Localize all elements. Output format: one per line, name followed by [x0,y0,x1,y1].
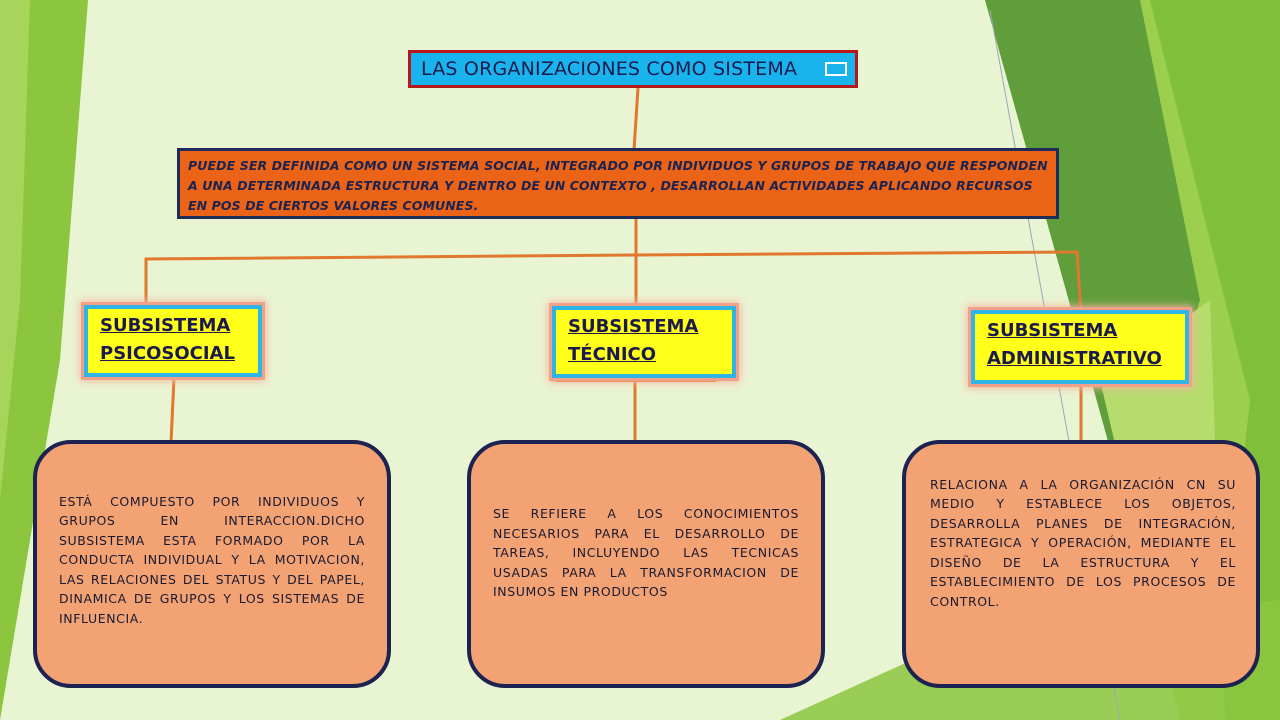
subsystem-psicosocial-box: SUBSISTEMA PSICOSOCIAL [84,305,262,377]
subsystem-psicosocial-line2: PSICOSOCIAL [100,343,235,364]
subsystem-psicosocial-line1: SUBSISTEMA [100,315,231,336]
subsystem-tecnico-line1: SUBSISTEMA [568,316,699,337]
subsystem-administrativo-line2: ADMINISTRATIVO [987,348,1162,369]
subsystem-tecnico-box: SUBSISTEMA TÉCNICO [552,306,736,378]
description-tecnico-text: SE REFIERE A LOS CONOCIMIENTOS NECESARIO… [493,506,799,600]
title-box: LAS ORGANIZACIONES COMO SISTEMA [408,50,858,88]
description-administrativo-text: RELACIONA A LA ORGANIZACIÓN CN SU MEDIO … [930,476,1236,609]
definition-box: PUEDE SER DEFINIDA COMO UN SISTEMA SOCIA… [177,148,1059,219]
description-psicosocial: ESTÁ COMPUESTO POR INDIVIDUOS Y GRUPOS E… [33,440,391,688]
left-green-shape-light [0,0,30,500]
page-title: LAS ORGANIZACIONES COMO SISTEMA [421,58,798,80]
subsystem-tecnico-line2: TÉCNICO [568,344,657,365]
title-decoration-icon [825,62,847,76]
subsystem-administrativo-line1: SUBSISTEMA [987,320,1118,341]
description-tecnico: SE REFIERE A LOS CONOCIMIENTOS NECESARIO… [467,440,825,688]
subsystem-administrativo-box: SUBSISTEMA ADMINISTRATIVO [971,310,1189,384]
description-psicosocial-text: ESTÁ COMPUESTO POR INDIVIDUOS Y GRUPOS E… [59,493,365,626]
description-administrativo: RELACIONA A LA ORGANIZACIÓN CN SU MEDIO … [902,440,1260,688]
